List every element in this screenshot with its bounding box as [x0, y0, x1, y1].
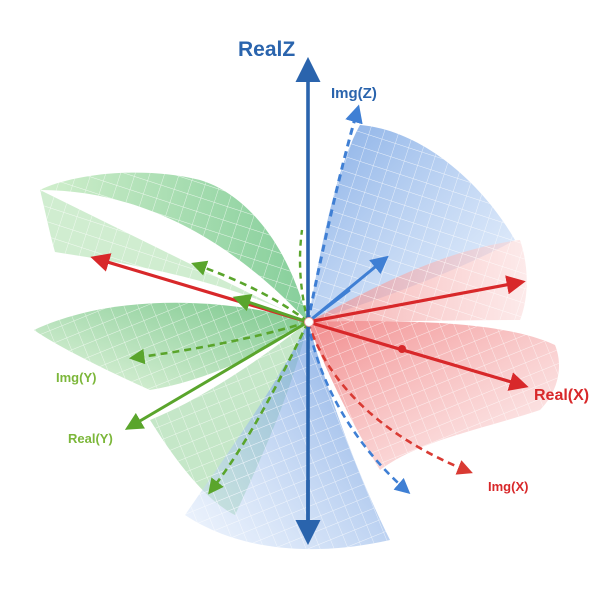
img-y-lower-vector: [208, 321, 310, 495]
img-x-vector: [306, 321, 473, 475]
img-z-small-vector: [298, 229, 310, 323]
origin-point: [304, 317, 314, 327]
label-img-y: Img(Y): [56, 370, 96, 385]
label-real-z: RealZ: [238, 38, 295, 61]
img-z-vector: [306, 104, 363, 323]
surfaces: [34, 125, 560, 550]
blue-short-vector-2: [307, 289, 351, 323]
real-y-vector: [124, 320, 309, 430]
real-x-vector: [307, 320, 529, 391]
img-y-vector: [128, 320, 309, 365]
axis-labels: RealZ Img(Z) Real(X) Img(X) Img(Y) Real(…: [56, 38, 589, 494]
real-vectors: [90, 56, 529, 546]
img-x-blue-vector: [306, 321, 411, 495]
img-y-upper-vector: [191, 260, 309, 324]
imaginary-vectors: [128, 104, 473, 495]
real-x-marker: [398, 345, 406, 353]
label-img-x: Img(X): [488, 479, 528, 494]
label-real-x: Real(X): [534, 387, 589, 404]
label-img-z: Img(Z): [331, 85, 377, 102]
real-y-upper-vector: [232, 294, 309, 324]
label-real-y: Real(Y): [68, 431, 113, 446]
real-x-upper-vector: [307, 275, 526, 324]
